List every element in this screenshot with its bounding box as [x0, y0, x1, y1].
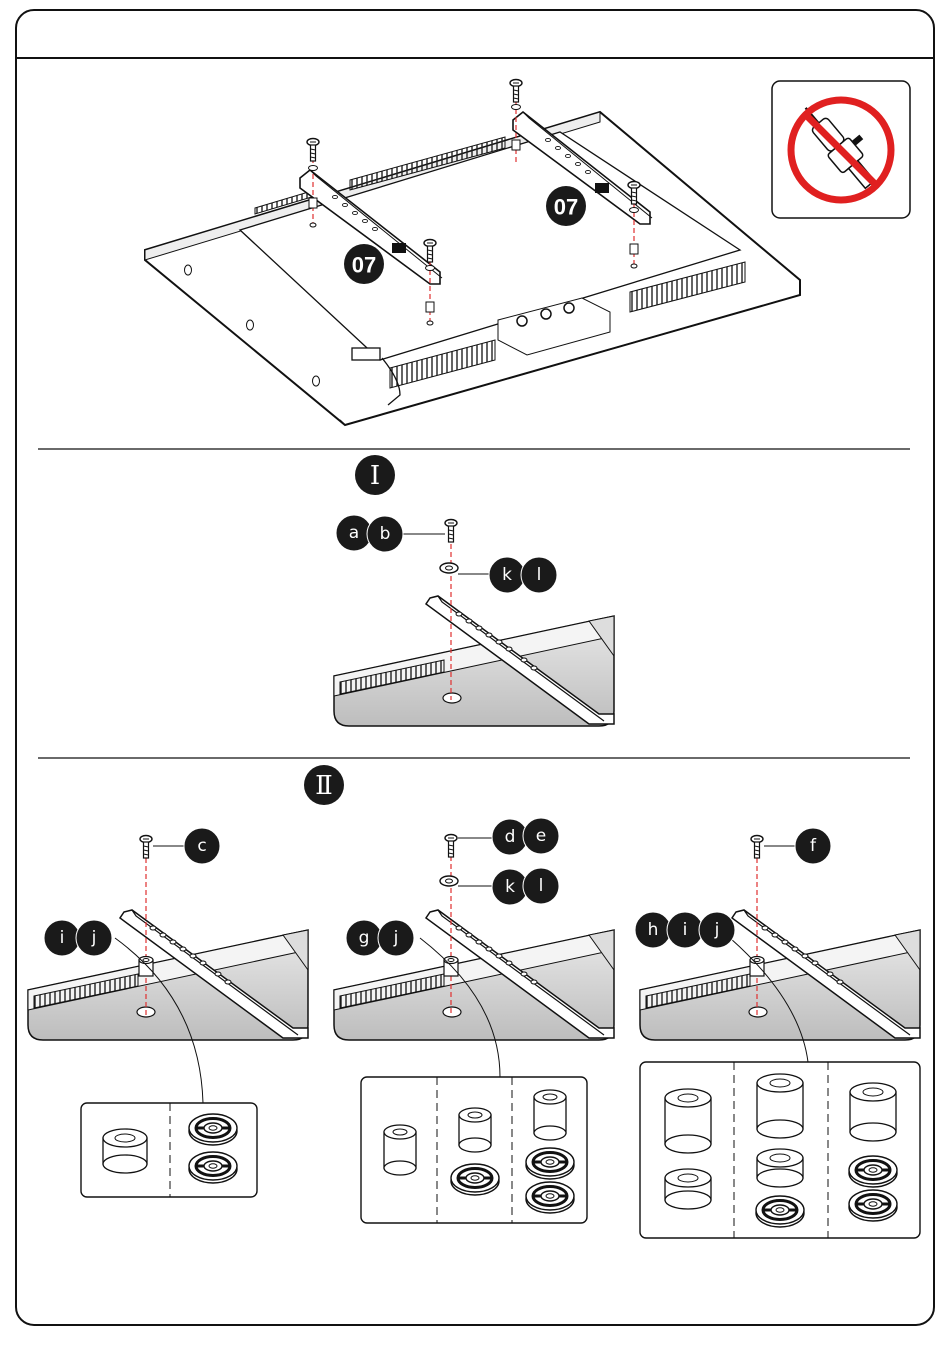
svg-text:j: j: [393, 928, 399, 948]
step-2-badge: Ⅱ: [304, 765, 344, 805]
svg-text:b: b: [380, 524, 391, 544]
svg-text:h: h: [648, 920, 659, 940]
step-1-badge: Ⅰ: [355, 455, 395, 495]
svg-text:Ⅱ: Ⅱ: [315, 771, 333, 801]
svg-text:d: d: [505, 827, 516, 847]
part-label-07-left: 07: [344, 244, 384, 284]
no-power-drill-icon: [772, 81, 910, 218]
part-label-07-right: 07: [546, 186, 586, 226]
svg-text:l: l: [537, 565, 542, 585]
svg-text:c: c: [197, 836, 206, 856]
svg-text:a: a: [349, 523, 359, 543]
svg-text:j: j: [714, 920, 720, 940]
svg-text:Ⅰ: Ⅰ: [370, 461, 380, 491]
svg-text:l: l: [539, 876, 544, 896]
svg-text:j: j: [91, 928, 97, 948]
svg-text:g: g: [359, 928, 370, 948]
svg-text:k: k: [505, 877, 515, 897]
svg-text:i: i: [683, 920, 688, 940]
svg-text:07: 07: [554, 195, 578, 220]
svg-text:f: f: [810, 836, 817, 856]
svg-text:07: 07: [352, 253, 376, 278]
svg-text:k: k: [502, 565, 512, 585]
svg-text:i: i: [60, 928, 65, 948]
svg-text:e: e: [536, 826, 546, 846]
